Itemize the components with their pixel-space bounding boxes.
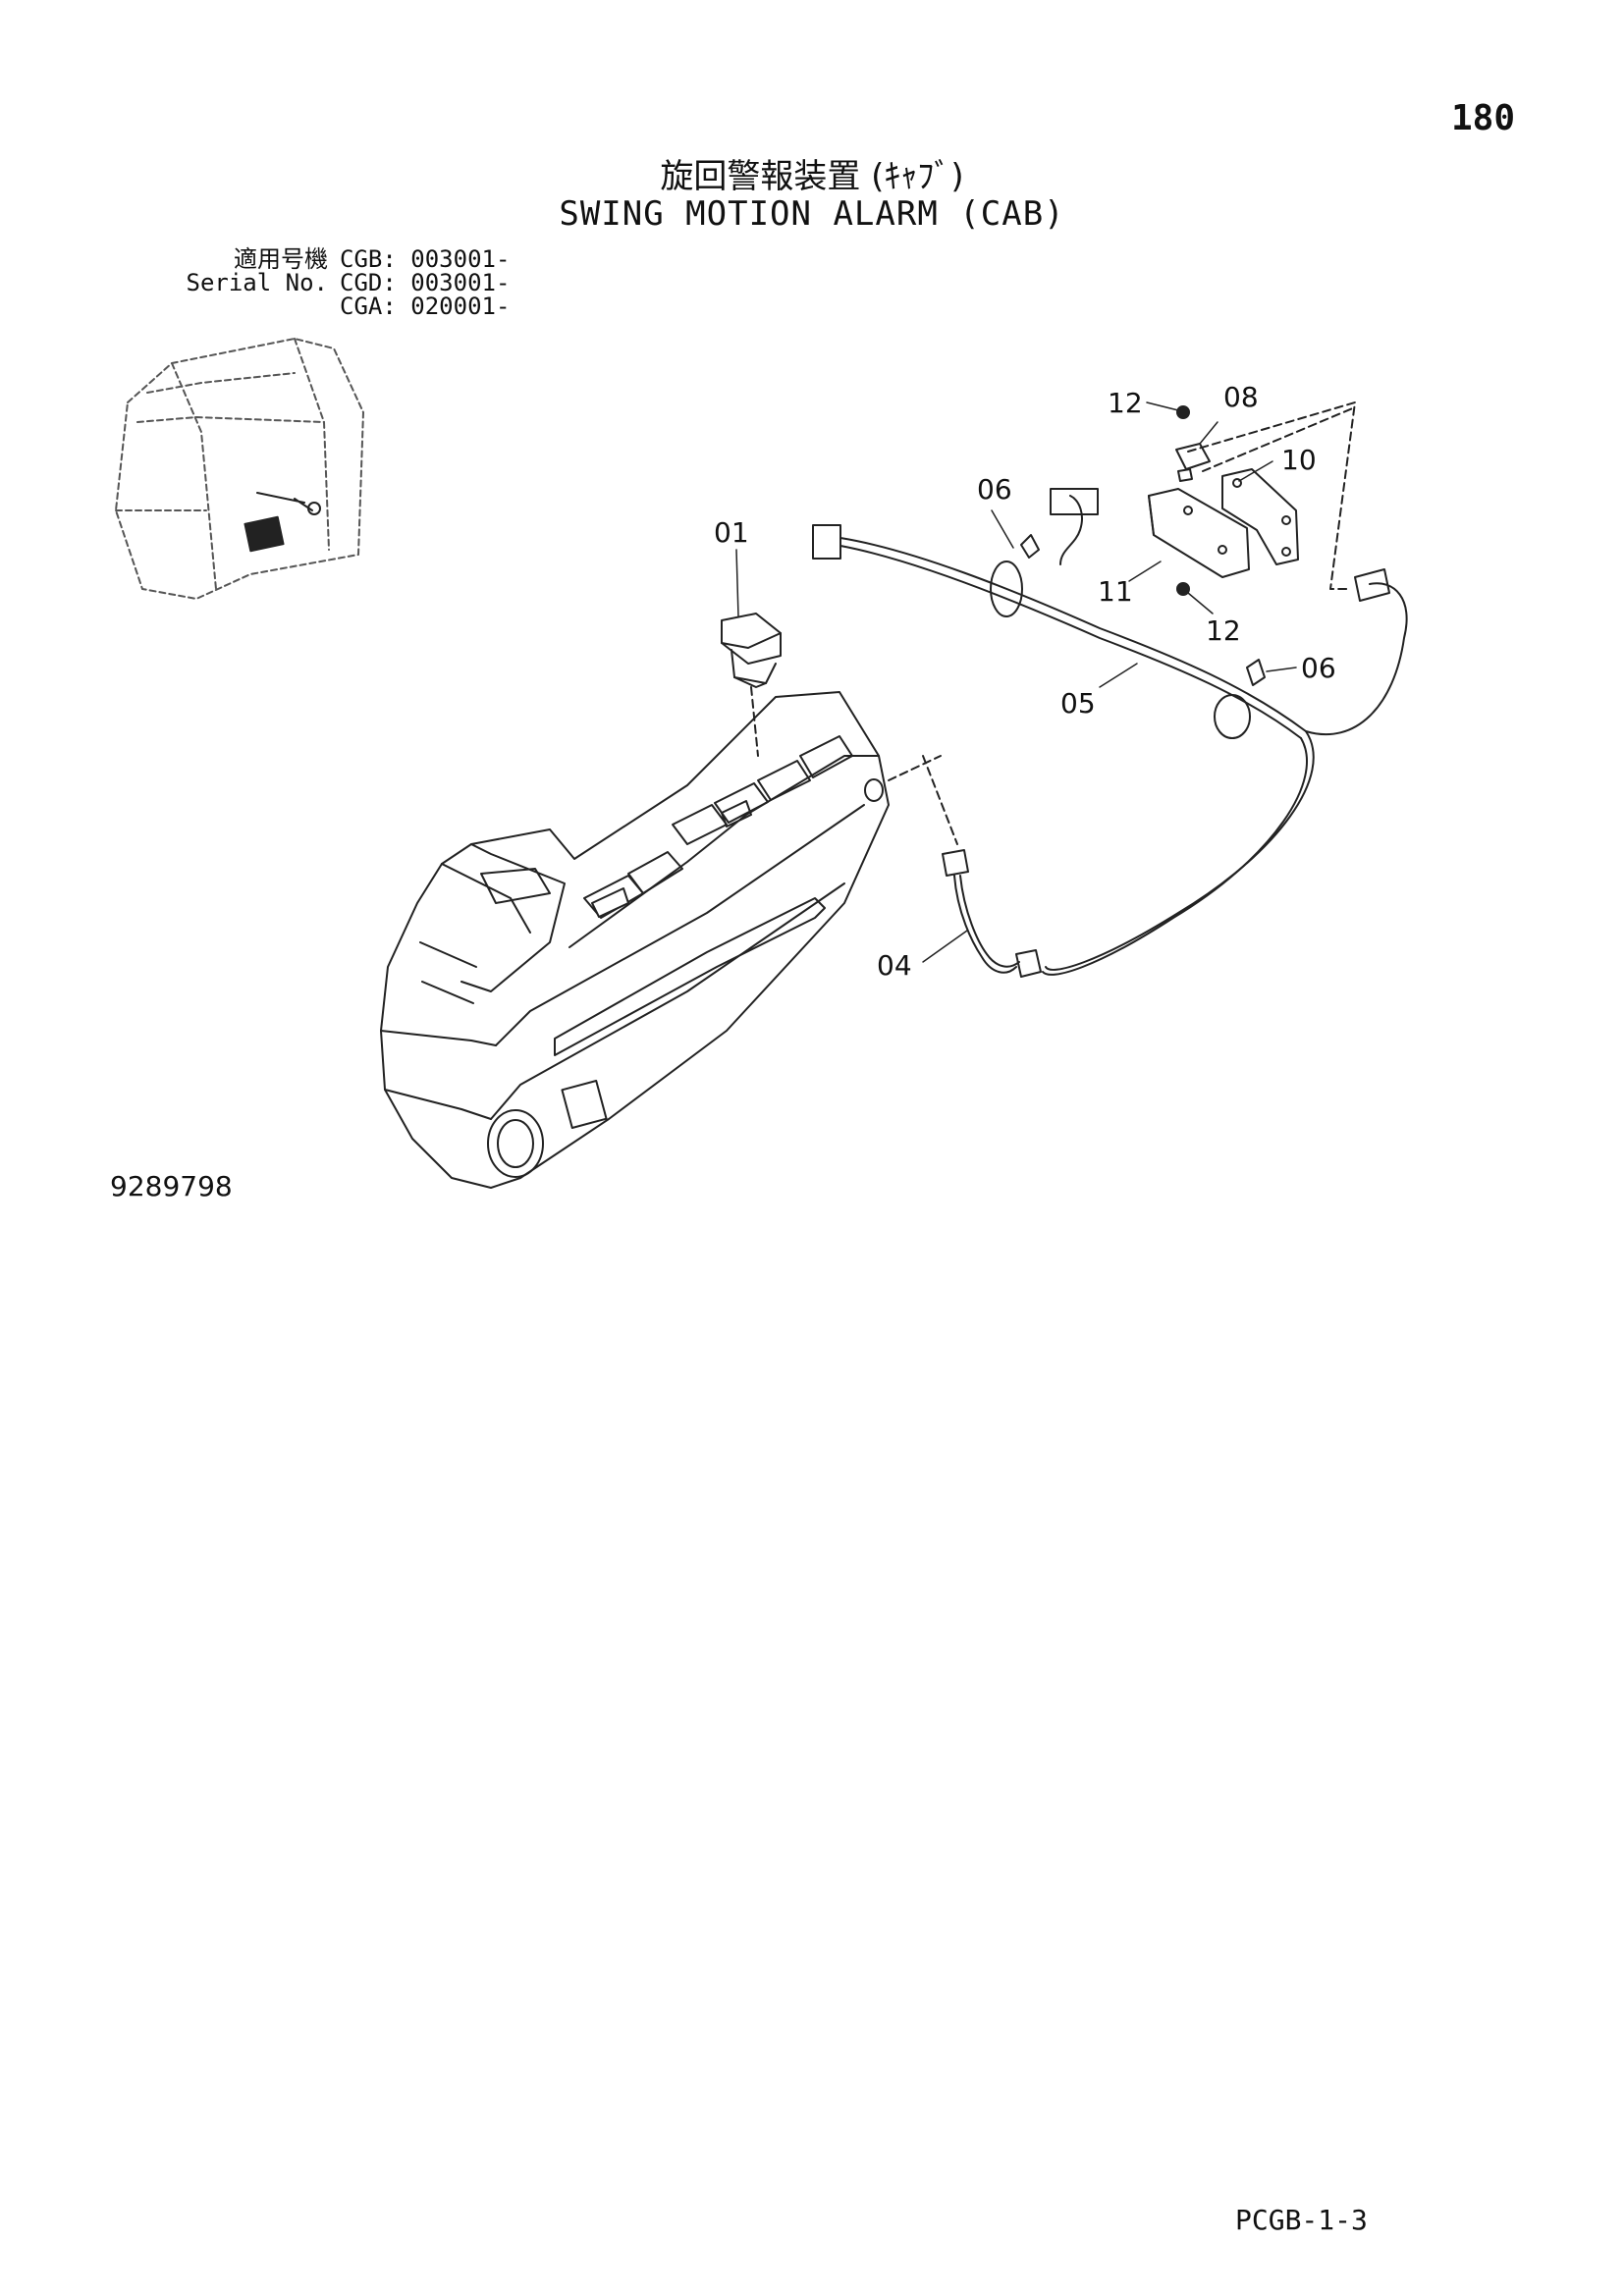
part-01-switch xyxy=(721,613,782,688)
page-number: 180 xyxy=(1451,98,1516,138)
cab-marker-leader xyxy=(256,492,313,511)
drawing-number: 9289798 xyxy=(110,1170,233,1202)
callout-01: 01 xyxy=(714,516,749,549)
bracket-10 xyxy=(1221,468,1299,565)
bracket-11 xyxy=(1148,488,1250,578)
title-english: SWING MOTION ALARM (CAB) xyxy=(559,194,1065,234)
title-japanese: 旋回警報装置 (ｷｬﾌﾞ) xyxy=(660,157,964,196)
serial-model: CGA xyxy=(340,293,383,320)
part-08-alarm xyxy=(1175,443,1211,482)
serial-row-1: 適用号機 CGB: 003001- xyxy=(110,247,510,271)
clip-06-lower xyxy=(1214,659,1266,739)
serial-row-3: CGA: 020001- xyxy=(340,293,511,320)
callout-12-lower: 12 xyxy=(1206,614,1241,647)
serial-value: 003001- xyxy=(410,269,511,296)
serial-model: CGD xyxy=(340,269,383,296)
serial-value: 020001- xyxy=(410,293,511,320)
screw-12-upper xyxy=(1176,405,1190,419)
serial-row-2: Serial No. CGD: 003001- xyxy=(110,269,511,296)
serial-label-jp: 適用号機 xyxy=(234,245,328,273)
cab-marker-screw xyxy=(307,502,321,515)
document-code: PCGB-1-3 xyxy=(1235,2204,1368,2236)
right-console xyxy=(380,691,890,1189)
part-01-centerline xyxy=(750,686,759,757)
cab-console-marker xyxy=(244,515,285,553)
screw-12-lower xyxy=(1176,582,1190,596)
clip-06-upper xyxy=(990,534,1040,617)
cab-overview xyxy=(115,338,364,600)
callout-08: 08 xyxy=(1223,381,1259,413)
serial-value: 003001- xyxy=(410,245,511,273)
callout-06-lower: 06 xyxy=(1301,652,1336,684)
harness-04 xyxy=(942,849,1042,978)
callout-10: 10 xyxy=(1281,444,1317,476)
callout-04: 04 xyxy=(877,949,912,982)
serial-model: CGB xyxy=(340,245,383,273)
harness-05 xyxy=(812,488,1408,976)
serial-applicability: 適用号機 CGB: 003001- Serial No. CGD: 003001… xyxy=(110,247,511,320)
callout-05: 05 xyxy=(1060,687,1096,720)
callout-12-upper: 12 xyxy=(1108,387,1143,419)
callout-labels: 01 04 05 06 06 08 10 11 12 12 xyxy=(714,381,1336,982)
serial-label-en: Serial No. xyxy=(186,269,329,296)
callout-06-upper: 06 xyxy=(977,473,1012,506)
callout-11: 11 xyxy=(1098,575,1133,608)
